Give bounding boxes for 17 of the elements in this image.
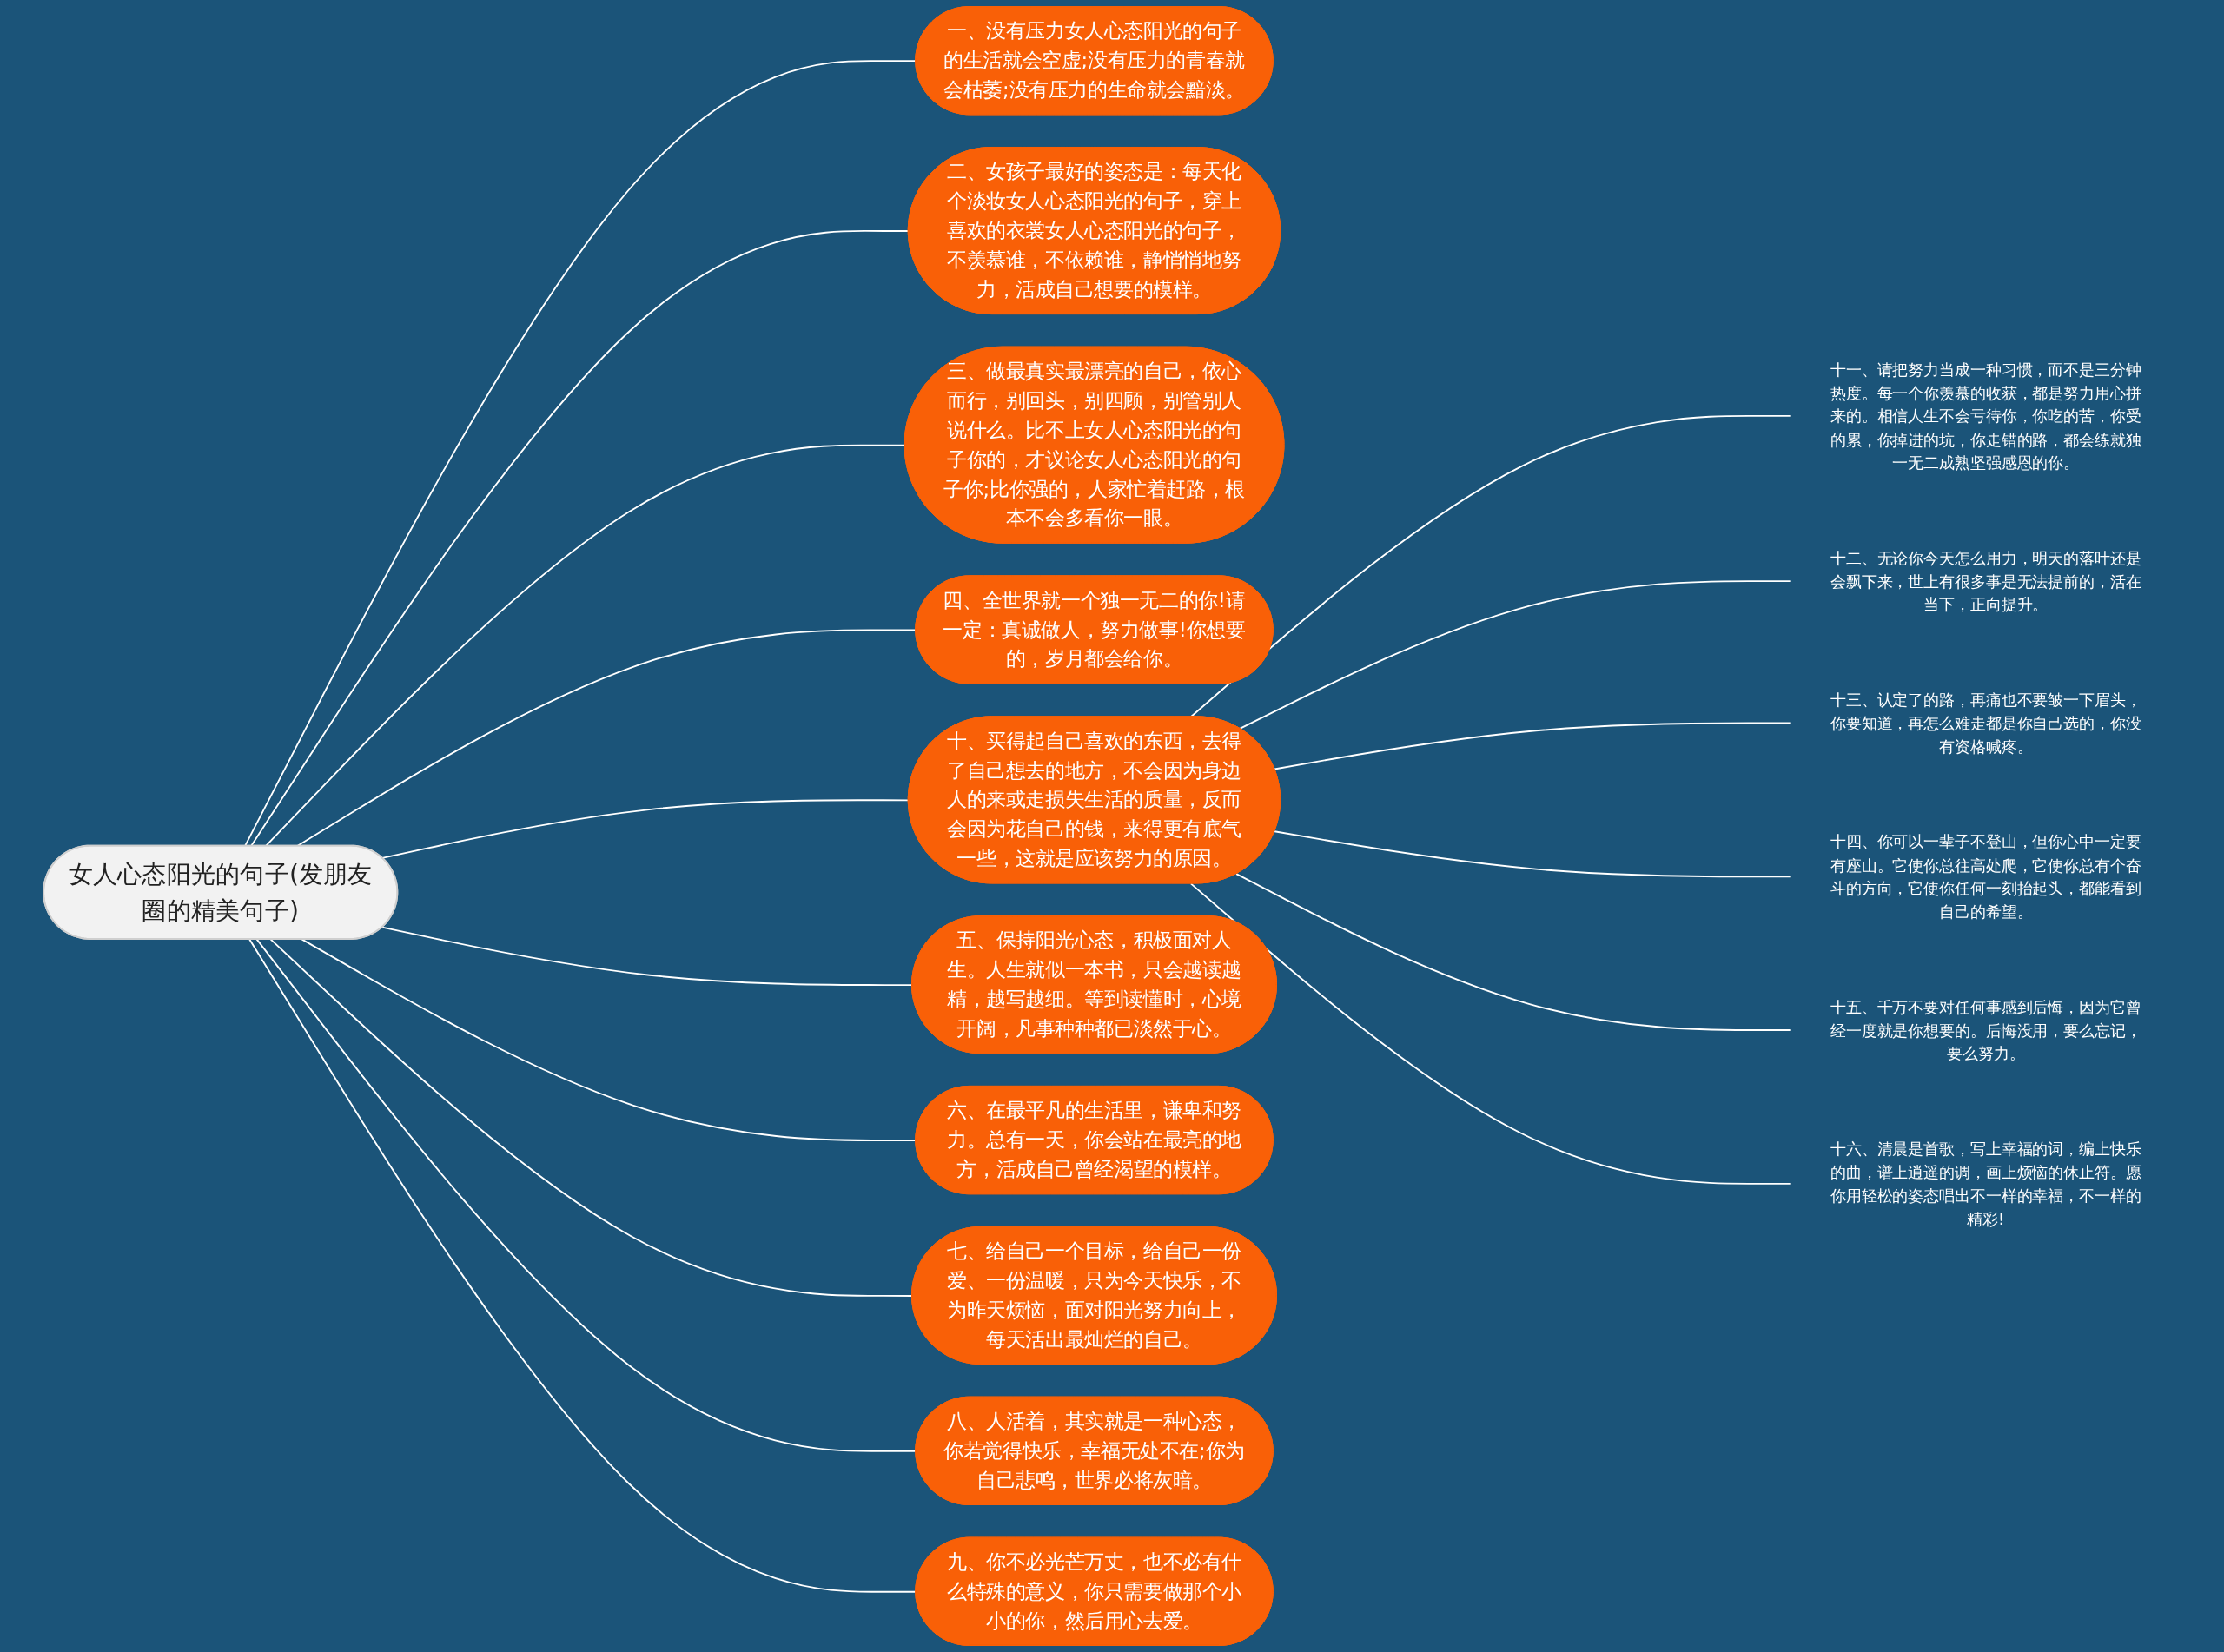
connector — [1274, 830, 1792, 878]
node-text: 十二、无论你今天怎么用力，明天的落叶还是会飘下来，世上有很多事是无法提前的，活在当下，正向提升。 — [1830, 548, 2141, 614]
connector — [264, 444, 906, 847]
node-text: 十三、认定了的路，再痛也不要皱一下眉头，你要知道，再怎么难走都是你自己选的，你没有资格喊疼。 — [1830, 691, 2141, 756]
node-text: 十一、请把努力当成一种习惯，而不是三分钟热度。每一个你羡慕的收获，都是努力用心拼来的。相信人生不会亏待你，你吃的苦，你受的累，你掉进的坑，你走错的路，都会练就独一无二成熟坚强感恩的你。 — [1830, 360, 2141, 472]
connector — [250, 230, 910, 847]
connector — [1239, 580, 1792, 730]
connector — [381, 926, 913, 987]
connector — [1274, 722, 1792, 770]
node-text: 十四、你可以一辈子不登山，但你心中一定要有座山。它使你总往高处爬，它使你总有个奋斗的方向，它使你任何一刻抬起头，都能看到自己的希望。 — [1830, 832, 2141, 921]
connector — [269, 938, 913, 1297]
node-text: 十五、千万不要对任何事感到后悔，因为它曾经一度就是你想要的。后悔没用，要么忘记，要么努力。 — [1830, 997, 2141, 1062]
connector — [1189, 882, 1792, 1185]
node-text: 十六、清晨是首歌，写上幸福的词，编上快乐的曲，谱上逍遥的调，画上烦恼的休止符。愿你用轻松的姿态唱出不一样的幸福，不一样的精彩! — [1830, 1139, 2141, 1228]
connector — [381, 799, 910, 859]
connector — [248, 938, 917, 1593]
connector — [1235, 873, 1792, 1031]
